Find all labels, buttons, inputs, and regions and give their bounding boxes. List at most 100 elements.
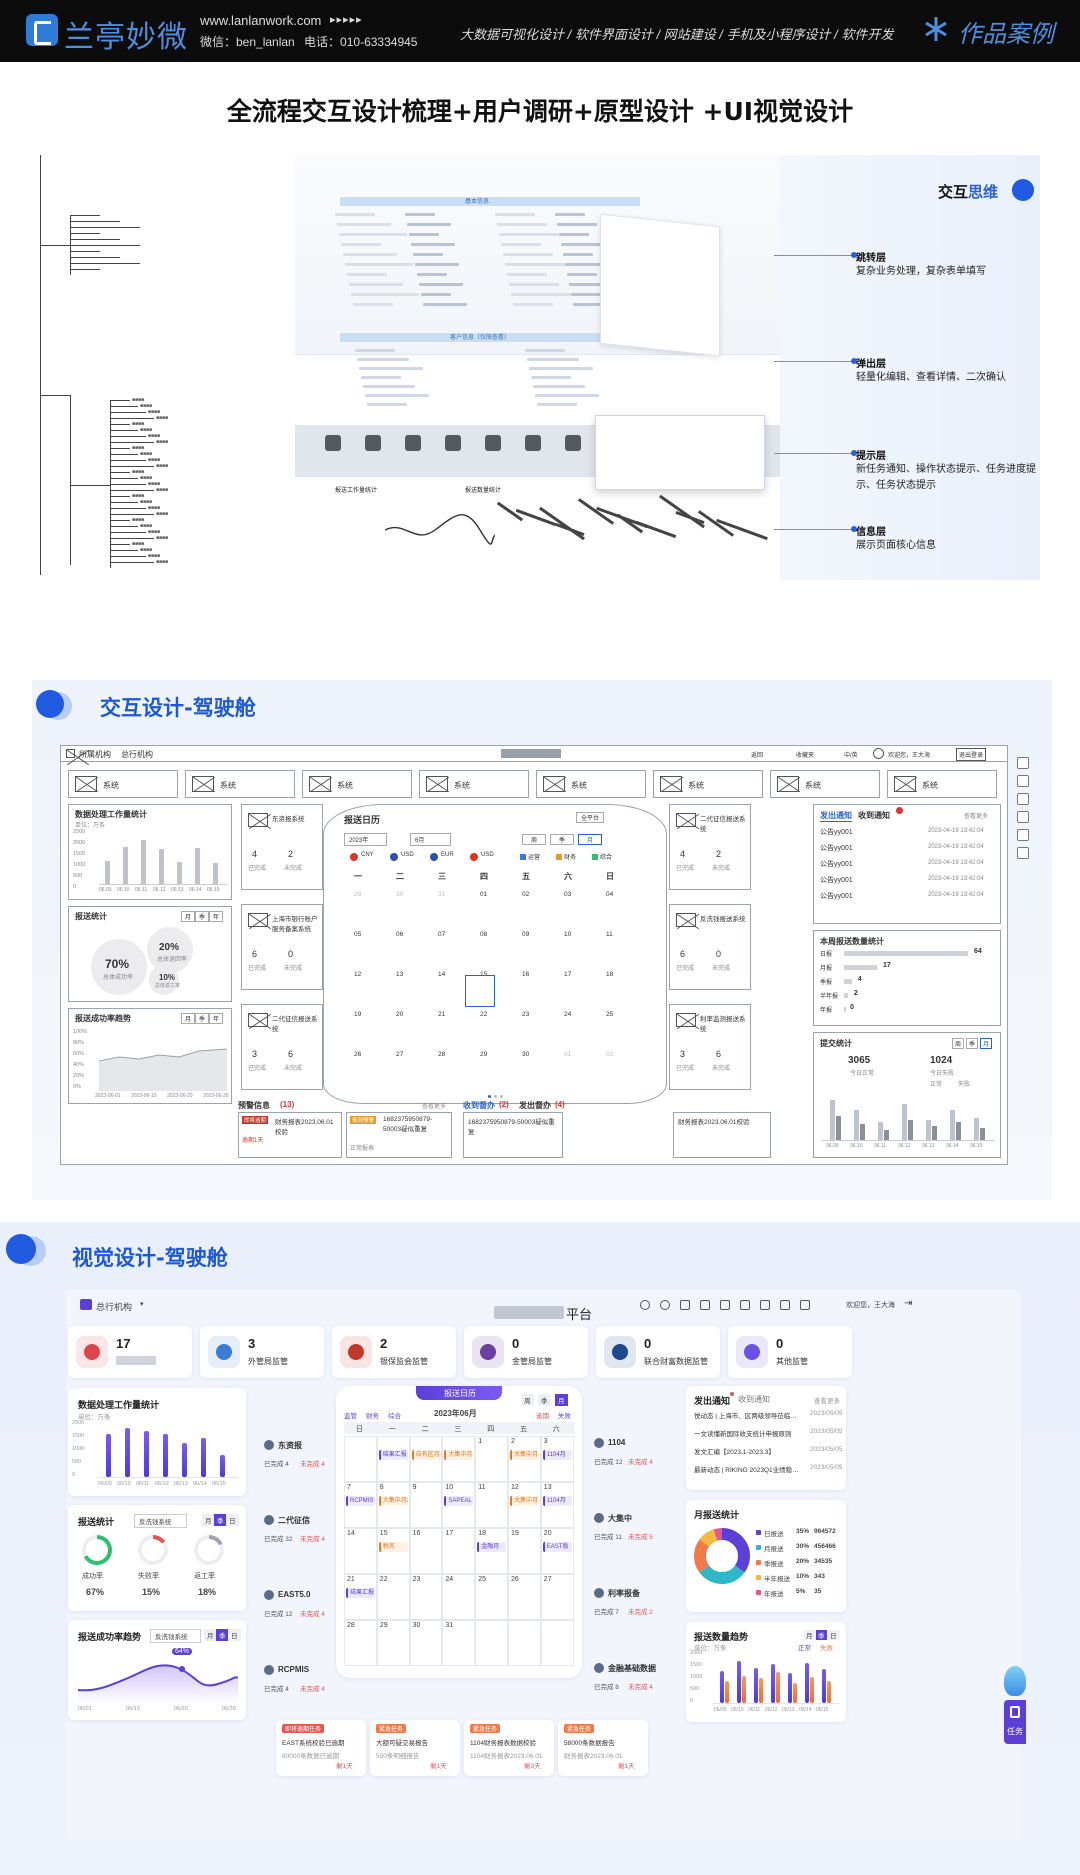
bell-icon[interactable]	[760, 1300, 770, 1310]
calendar-cell[interactable]	[540, 1436, 574, 1482]
calendar-cell[interactable]	[344, 1574, 377, 1620]
system-card[interactable]: 系统	[536, 770, 646, 798]
more-link[interactable]: 查看更多	[814, 1398, 840, 1405]
calendar-day[interactable]: 25	[606, 1011, 614, 1018]
tab-month[interactable]: 月	[204, 1629, 217, 1641]
notice-title[interactable]: 公告yy001	[820, 845, 853, 852]
chevron-down-icon[interactable]: ▾	[140, 1301, 144, 1308]
system-card[interactable]: 系统	[770, 770, 880, 798]
calendar-cell[interactable]	[409, 1436, 443, 1482]
calendar-cell[interactable]	[508, 1482, 541, 1528]
tab-recv-notice[interactable]: 收到通知	[738, 1395, 770, 1404]
tab-week[interactable]: 周	[522, 834, 547, 845]
calendar-event-tag[interactable]: 税务	[378, 1542, 408, 1552]
system-name[interactable]: 大集中	[608, 1514, 632, 1523]
calendar-cell[interactable]	[508, 1620, 541, 1666]
tab-sent-notice[interactable]: 发出通知	[694, 1396, 731, 1406]
calendar-day[interactable]: 22	[480, 1011, 488, 1018]
calendar-event-tag[interactable]: 1104月	[542, 1496, 572, 1506]
calendar-cell[interactable]	[442, 1482, 476, 1528]
system-filter[interactable]: 反洗钱系统	[150, 1629, 201, 1643]
calendar-cell[interactable]	[475, 1482, 508, 1528]
calendar-day[interactable]: 05	[354, 931, 362, 938]
calendar-cell[interactable]	[475, 1574, 508, 1620]
org-select[interactable]: 总行机构	[96, 1302, 133, 1312]
calendar-cell[interactable]	[344, 1482, 377, 1528]
tab-year[interactable]: 年	[209, 911, 224, 922]
calendar-cell[interactable]	[475, 1436, 508, 1482]
calendar-day[interactable]: 02	[522, 891, 530, 898]
user-icon[interactable]	[800, 1300, 810, 1310]
calendar-cell[interactable]	[344, 1436, 377, 1482]
calendar-cell[interactable]	[442, 1574, 476, 1620]
tab-quarter[interactable]: 季	[214, 1514, 227, 1526]
calendar-cell[interactable]	[475, 1528, 508, 1574]
calendar-cell[interactable]	[376, 1528, 410, 1574]
calendar-cell[interactable]	[508, 1436, 541, 1482]
tab-quarter[interactable]: 季	[216, 1629, 229, 1641]
system-card[interactable]: 系统	[653, 770, 763, 798]
calendar-event-tag[interactable]: SAPEAL	[444, 1496, 474, 1506]
platform-select[interactable]: 全平台	[576, 812, 605, 823]
calendar-day[interactable]: 26	[354, 1051, 362, 1058]
tab-quarter[interactable]: 季	[195, 1013, 210, 1024]
calendar-day[interactable]: 27	[396, 1051, 404, 1058]
search-icon[interactable]	[640, 1300, 650, 1310]
wf-logout[interactable]: 退出登录	[956, 748, 987, 761]
tab-quarter[interactable]: 季	[550, 834, 575, 845]
calendar-cell[interactable]	[508, 1574, 541, 1620]
zoom-icon[interactable]	[1017, 793, 1029, 805]
calendar-event-tag[interactable]: 结果汇报	[378, 1450, 408, 1460]
calendar-event-tag[interactable]: 大集中月	[510, 1496, 539, 1506]
calendar-cell[interactable]	[442, 1528, 476, 1574]
calendar-day[interactable]: 06	[396, 931, 404, 938]
mascot-robot-icon[interactable]	[1004, 1666, 1026, 1696]
wf-org-select[interactable]: 总行机构	[121, 750, 153, 759]
more-link[interactable]: 查看更多	[422, 1104, 447, 1110]
calendar-day[interactable]: 30	[522, 1051, 530, 1058]
system-name[interactable]: 金融基础数据	[608, 1664, 656, 1673]
calendar-cell[interactable]	[409, 1620, 443, 1666]
tab-day[interactable]: 日	[228, 1629, 241, 1641]
tab-month[interactable]: 月	[181, 911, 196, 922]
tab-quarter[interactable]: 季	[195, 911, 210, 922]
works-case-label[interactable]: 作品案例	[958, 20, 1054, 48]
tab-month[interactable]: 月	[804, 1630, 815, 1640]
calendar-day[interactable]: 15	[480, 971, 488, 978]
calendar-day[interactable]: 11	[606, 931, 613, 938]
tab-quarter[interactable]: 季	[538, 1394, 551, 1406]
calendar-day[interactable]: 20	[396, 1011, 404, 1018]
settings-icon[interactable]	[1017, 757, 1029, 769]
system-filter[interactable]: 反洗钱系统	[134, 1514, 187, 1528]
tab-day[interactable]: 日	[226, 1514, 239, 1526]
shirt-icon[interactable]	[720, 1300, 730, 1310]
calendar-day[interactable]: 23	[522, 1011, 530, 1018]
calendar-cell[interactable]	[540, 1482, 574, 1528]
tab-month[interactable]: 月	[202, 1514, 215, 1526]
site-url[interactable]: www.lanlanwork.com	[200, 13, 322, 28]
notice-title[interactable]: 最新动态 | RIKING 2023Q1业绩稳…	[694, 1467, 799, 1474]
calendar-cell[interactable]	[442, 1436, 476, 1482]
calendar-event-tag[interactable]: EAST版	[542, 1542, 572, 1552]
tab-sent-notice[interactable]: 发出通知	[820, 811, 852, 822]
tab-quarter[interactable]: 季	[816, 1630, 827, 1640]
calendar-selected-day[interactable]	[465, 975, 495, 1007]
expand-icon[interactable]	[1017, 775, 1029, 787]
calendar-day[interactable]: 29	[354, 891, 362, 898]
tab-quarter[interactable]: 季	[966, 1038, 979, 1049]
calendar-event-tag[interactable]: 结果汇报	[346, 1588, 375, 1598]
calendar-event-tag[interactable]: 大集中月2	[378, 1496, 408, 1506]
system-name[interactable]: 利率报备	[608, 1589, 640, 1598]
calendar-cell[interactable]	[409, 1482, 443, 1528]
calendar-day[interactable]: 10	[564, 931, 572, 938]
calendar-day[interactable]: 02	[606, 1051, 614, 1058]
calendar-day[interactable]: 24	[564, 1011, 572, 1018]
tab-recv-notice[interactable]: 收到通知	[858, 811, 890, 820]
warning-item[interactable]: 即将逾期 财务报表2023.06.01校验 逾期1天	[238, 1112, 342, 1158]
system-name[interactable]: 东资报	[278, 1441, 302, 1450]
tab-day[interactable]: 日	[828, 1630, 839, 1640]
calendar-day[interactable]: 30	[396, 891, 404, 898]
